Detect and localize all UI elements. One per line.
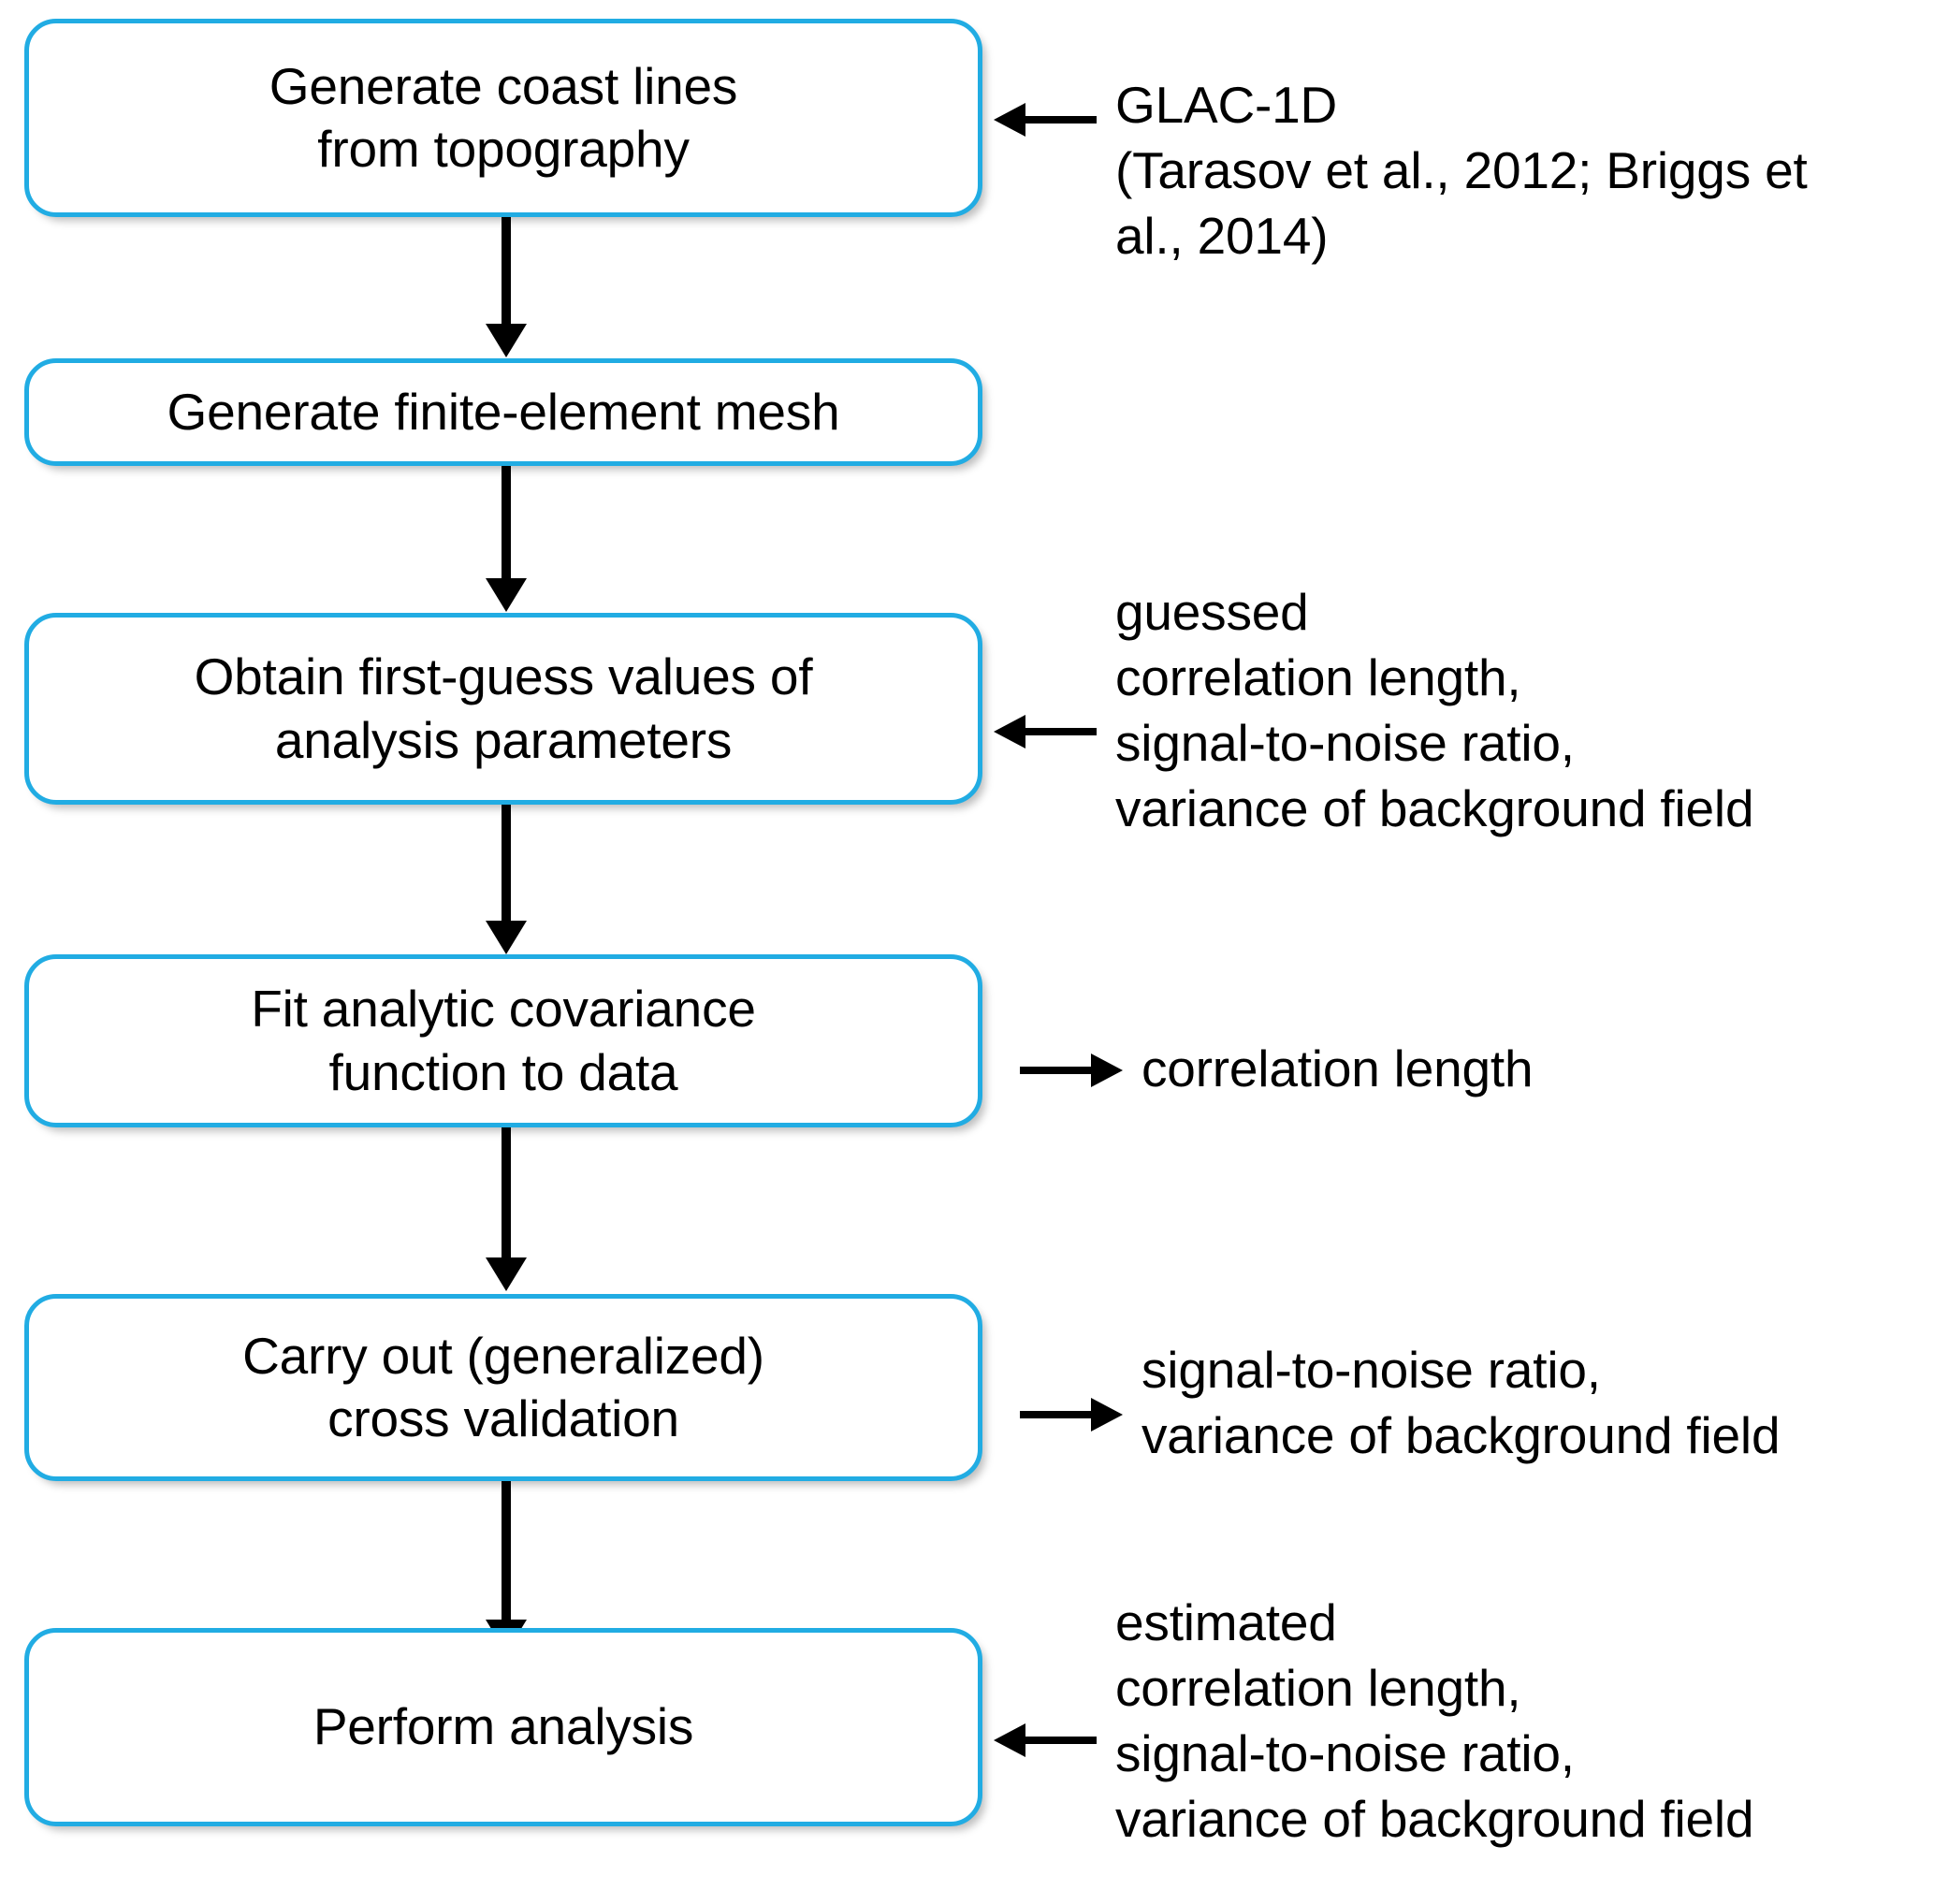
flow-node-label: Fit analytic covariance function to data — [251, 980, 756, 1101]
annotation-text-estimated-parameters: estimated correlation length, signal-to-… — [1115, 1593, 1754, 1848]
flow-node-obtain-first-guess-values[interactable]: Obtain first-guess values of analysis pa… — [24, 613, 982, 805]
annotation-text-cross-validation-output: signal-to-noise ratio, variance of backg… — [1141, 1341, 1781, 1464]
flow-node-label: Obtain first-guess values of analysis pa… — [194, 647, 813, 769]
flow-node-label: Perform analysis — [313, 1697, 694, 1756]
annotation-text-correlation-length: correlation length — [1141, 1039, 1534, 1097]
annotation-text-guessed-parameters: guessed correlation length, signal-to-no… — [1115, 583, 1754, 837]
flow-node-label: Generate coast lines from topography — [269, 56, 738, 178]
flow-node-label: Carry out (generalized) cross validation — [242, 1326, 764, 1447]
flow-node-generate-finite-element-mesh[interactable]: Generate finite-element mesh — [24, 358, 982, 466]
flow-node-generate-coast-lines[interactable]: Generate coast lines from topography — [24, 19, 982, 217]
flow-node-perform-analysis[interactable]: Perform analysis — [24, 1628, 982, 1826]
flow-node-label: Generate finite-element mesh — [167, 382, 840, 441]
annotation-text-glac-1d: GLAC-1D (Tarasov et al., 2012; Briggs et… — [1115, 76, 1808, 265]
flow-node-fit-analytic-covariance[interactable]: Fit analytic covariance function to data — [24, 954, 982, 1127]
flow-node-carry-out-cross-validation[interactable]: Carry out (generalized) cross validation — [24, 1294, 982, 1481]
